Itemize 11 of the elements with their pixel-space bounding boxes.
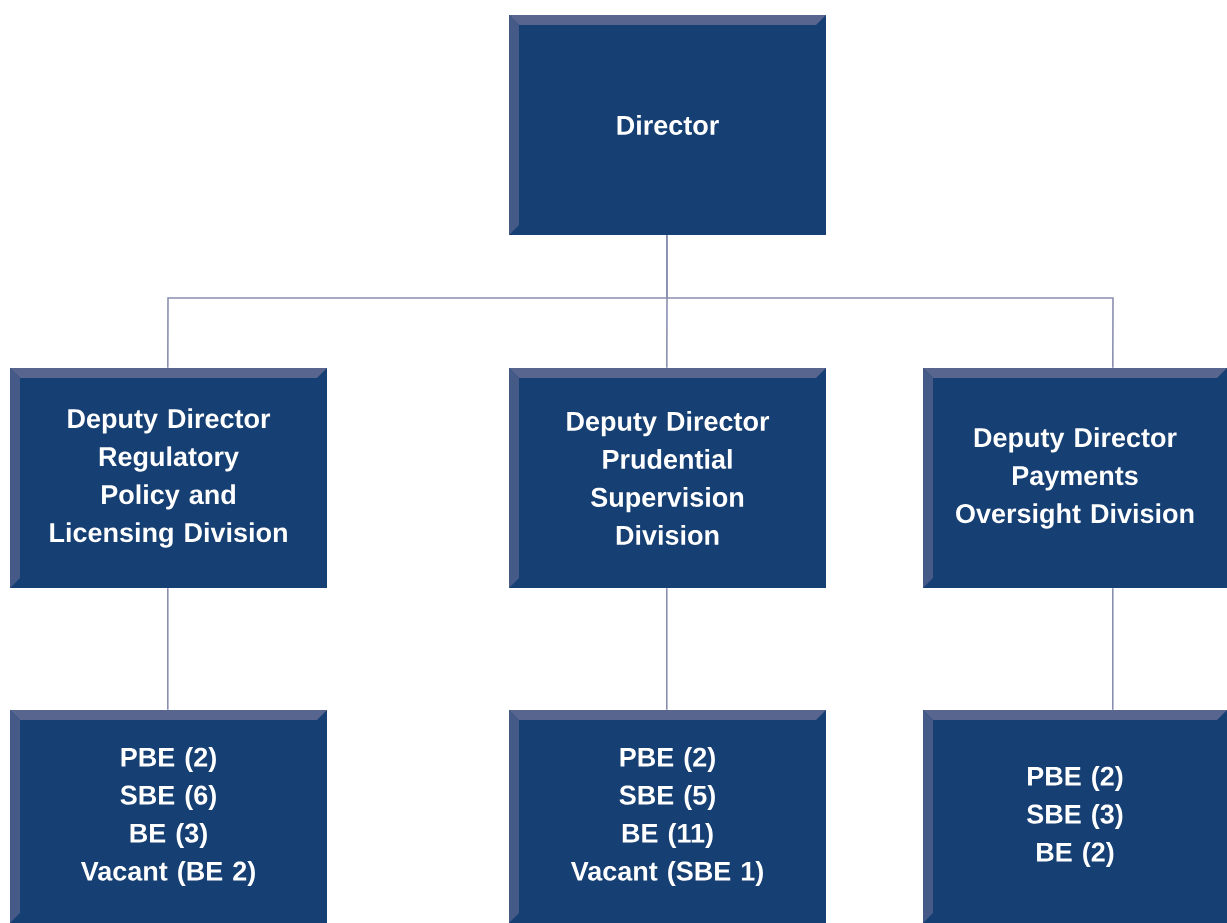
org-box: PBE (2) SBE (5) BE (11) Vacant (SBE 1) bbox=[509, 710, 826, 923]
org-box: Deputy Director Prudential Supervision Division bbox=[509, 368, 826, 588]
connector-line bbox=[666, 587, 668, 711]
connector-line bbox=[666, 234, 1114, 369]
org-box: Director bbox=[509, 15, 826, 235]
connector-line bbox=[167, 587, 169, 711]
org-box: PBE (2) SBE (3) BE (2) bbox=[923, 710, 1227, 923]
org-box: Deputy Director Payments Oversight Division bbox=[923, 368, 1227, 588]
org-box: Deputy Director Regulatory Policy and Licensing Division bbox=[10, 368, 327, 588]
org-box: PBE (2) SBE (6) BE (3) Vacant (BE 2) bbox=[10, 710, 327, 923]
connector-line bbox=[1112, 587, 1114, 711]
